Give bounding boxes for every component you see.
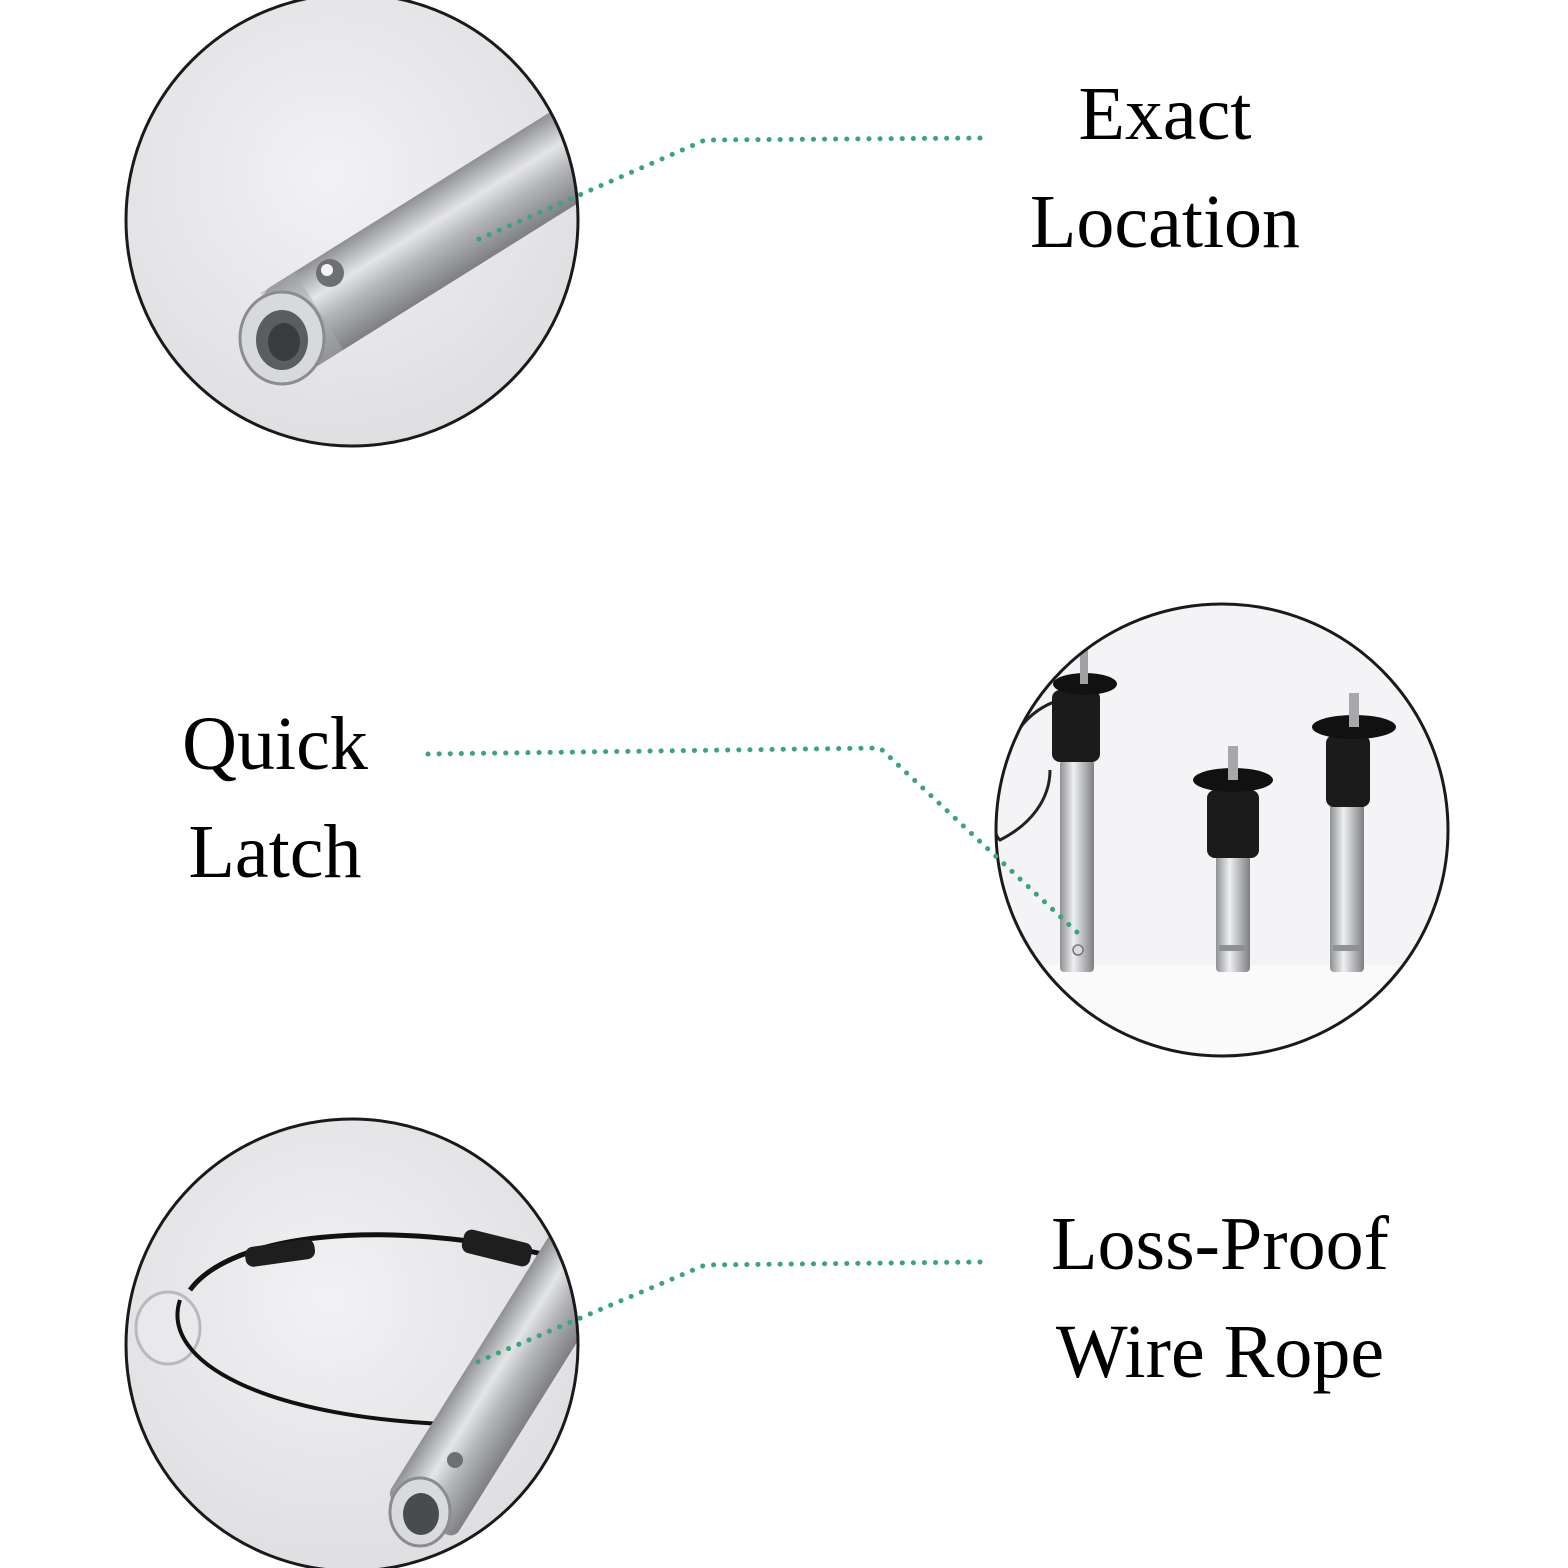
feature-label-loss-proof: Loss-Proof Wire Rope <box>1010 1190 1430 1406</box>
ball-lock-pins-icon <box>994 602 1450 1058</box>
feature-label-line: Wire Rope <box>1055 1310 1385 1394</box>
feature-label-line: Quick <box>182 702 368 786</box>
pin-tip-closeup-icon <box>124 0 580 448</box>
wire-rope-pin-icon <box>124 1117 580 1568</box>
feature-label-line: Loss-Proof <box>1051 1202 1389 1286</box>
leader-line-exact-location <box>467 135 983 246</box>
feature-label-line: Location <box>1029 180 1301 264</box>
feature-label-line: Exact <box>1078 72 1252 156</box>
leader-line-loss-proof <box>467 1259 983 1368</box>
leader-line-quick-latch <box>425 745 1083 938</box>
feature-label-exact-location: Exact Location <box>1000 60 1330 276</box>
feature-label-line: Latch <box>188 810 362 894</box>
feature-label-quick-latch: Quick Latch <box>160 690 390 906</box>
